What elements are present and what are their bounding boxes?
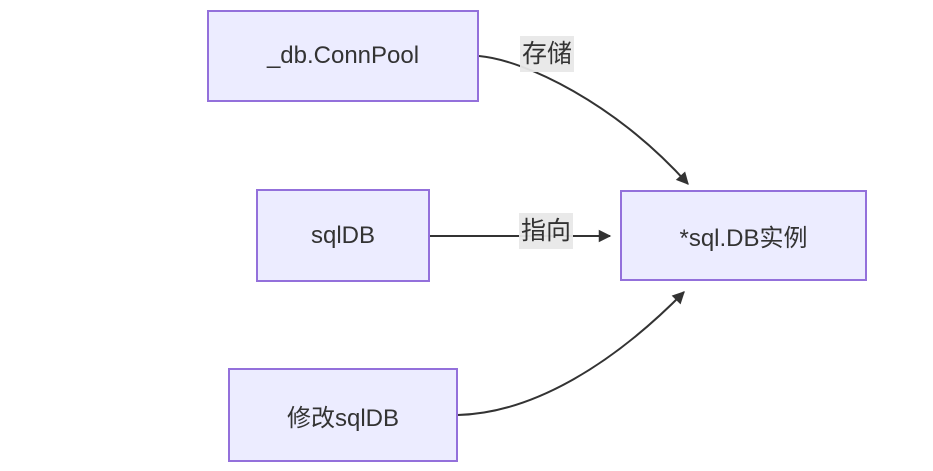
node-sqldb-label: sqlDB <box>310 221 376 249</box>
edge-label-point: 指向 <box>519 213 574 249</box>
edge-label-store: 存储 <box>520 36 575 72</box>
node-sqldb-instance: *sql.DB实例 <box>620 190 867 281</box>
node-modify-sqldb: 修改sqlDB <box>228 368 458 462</box>
edge-modify-to-instance <box>457 291 685 416</box>
edge-connpool-to-instance <box>478 55 689 185</box>
node-sqldb-instance-label: *sql.DB实例 <box>679 225 808 252</box>
node-modify-sqldb-label: 修改sqlDB <box>286 404 400 432</box>
node-sqldb: sqlDB <box>256 189 430 282</box>
node-db-connpool: _db.ConnPool <box>207 10 479 102</box>
node-db-connpool-label: _db.ConnPool <box>266 42 420 69</box>
